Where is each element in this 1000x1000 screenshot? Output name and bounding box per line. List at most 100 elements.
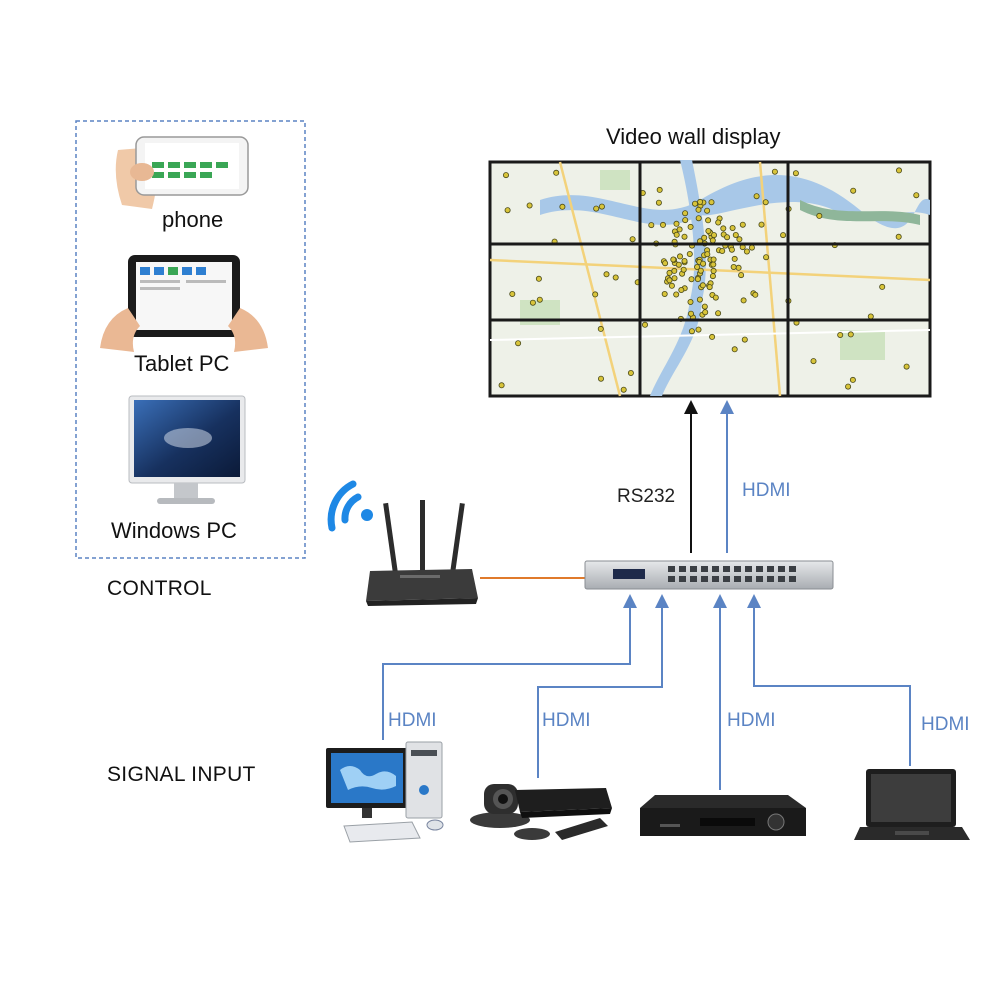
- map-marker: [735, 264, 742, 271]
- hdmi-input-label-3: HDMI: [727, 710, 776, 731]
- hdmi-input-label-4: HDMI: [921, 714, 970, 735]
- hdmi-input-link-2: [537, 594, 669, 778]
- map-marker: [694, 276, 701, 283]
- map-marker: [697, 198, 704, 205]
- map-marker: [752, 291, 759, 298]
- map-marker: [720, 225, 727, 232]
- map-marker: [627, 369, 634, 376]
- map-marker: [729, 224, 736, 231]
- device-label-tablet: Tablet PC: [134, 351, 230, 376]
- matrix-button: [789, 576, 796, 582]
- map-marker: [732, 231, 739, 238]
- map-marker: [724, 234, 731, 241]
- map-marker: [715, 219, 722, 226]
- map-marker: [687, 223, 694, 230]
- map-marker: [592, 291, 599, 298]
- map-marker: [509, 290, 516, 297]
- map-marker: [708, 199, 715, 206]
- map-marker: [671, 275, 678, 282]
- map-marker: [675, 261, 682, 268]
- map-marker: [704, 207, 711, 214]
- matrix-button: [734, 576, 741, 582]
- map-marker: [526, 202, 533, 209]
- monitor-icon: [128, 395, 246, 504]
- map-marker: [748, 244, 755, 251]
- map-marker: [682, 210, 689, 217]
- map-marker: [701, 234, 708, 241]
- map-marker: [686, 250, 693, 257]
- map-marker: [845, 383, 852, 390]
- matrix-button: [712, 566, 719, 572]
- matrix-button: [778, 576, 785, 582]
- map-marker: [695, 215, 702, 222]
- map-marker: [763, 254, 770, 261]
- map-marker: [780, 232, 787, 239]
- map-marker: [648, 222, 655, 229]
- map-marker: [771, 168, 778, 175]
- map-marker: [660, 221, 667, 228]
- map-marker: [816, 212, 823, 219]
- map-marker: [642, 321, 649, 328]
- map-marker: [700, 260, 707, 267]
- map-marker: [688, 310, 695, 317]
- map-marker: [559, 203, 566, 210]
- hdmi-input-link-4: [747, 594, 911, 766]
- matrix-button: [679, 566, 686, 572]
- matrix-button: [745, 576, 752, 582]
- hdmi-output-label: HDMI: [742, 480, 791, 501]
- map-marker: [705, 217, 712, 224]
- map-marker: [710, 256, 717, 263]
- matrix-button: [789, 566, 796, 572]
- hdmi-input-label-2: HDMI: [542, 710, 591, 731]
- map-marker: [712, 294, 719, 301]
- map-marker: [598, 375, 605, 382]
- map-marker: [655, 199, 662, 206]
- map-marker: [701, 303, 708, 310]
- map-marker: [738, 272, 745, 279]
- map-marker: [740, 297, 747, 304]
- map-marker: [739, 221, 746, 228]
- map-marker: [762, 199, 769, 206]
- matrix-button: [668, 576, 675, 582]
- map-marker: [515, 340, 522, 347]
- map-marker: [810, 358, 817, 365]
- map-marker: [709, 273, 716, 280]
- map-marker: [662, 260, 669, 267]
- map-marker: [697, 267, 704, 274]
- map-marker: [612, 274, 619, 281]
- map-marker: [706, 284, 713, 291]
- matrix-button: [701, 566, 708, 572]
- device-label-phone: phone: [162, 207, 224, 232]
- map-marker: [682, 217, 689, 224]
- map-marker: [688, 328, 695, 335]
- hdmi-input-link-1: [382, 594, 637, 740]
- map-marker: [673, 291, 680, 298]
- map-marker: [504, 207, 511, 214]
- map-marker: [666, 269, 673, 276]
- map-marker: [668, 282, 675, 289]
- matrix-button: [690, 576, 697, 582]
- control-section-label: CONTROL: [107, 577, 212, 600]
- map-marker: [598, 203, 605, 210]
- map-marker: [536, 296, 543, 303]
- tablet-icon: [100, 255, 268, 352]
- map-marker: [692, 200, 699, 207]
- matrix-button: [734, 566, 741, 572]
- map-marker: [837, 331, 844, 338]
- matrix-button: [745, 566, 752, 572]
- map-marker: [736, 236, 743, 243]
- map-marker: [695, 326, 702, 333]
- map-marker: [715, 310, 722, 317]
- map-marker: [597, 325, 604, 332]
- map-marker: [743, 248, 750, 255]
- matrix-button: [723, 566, 730, 572]
- matrix-button: [767, 566, 774, 572]
- map-marker: [709, 237, 716, 244]
- map-marker: [535, 275, 542, 282]
- map-marker: [709, 333, 716, 340]
- map-marker: [903, 363, 910, 370]
- phone-icon: [115, 136, 249, 209]
- map-marker: [694, 263, 701, 270]
- matrix-button: [712, 576, 719, 582]
- map-marker: [681, 233, 688, 240]
